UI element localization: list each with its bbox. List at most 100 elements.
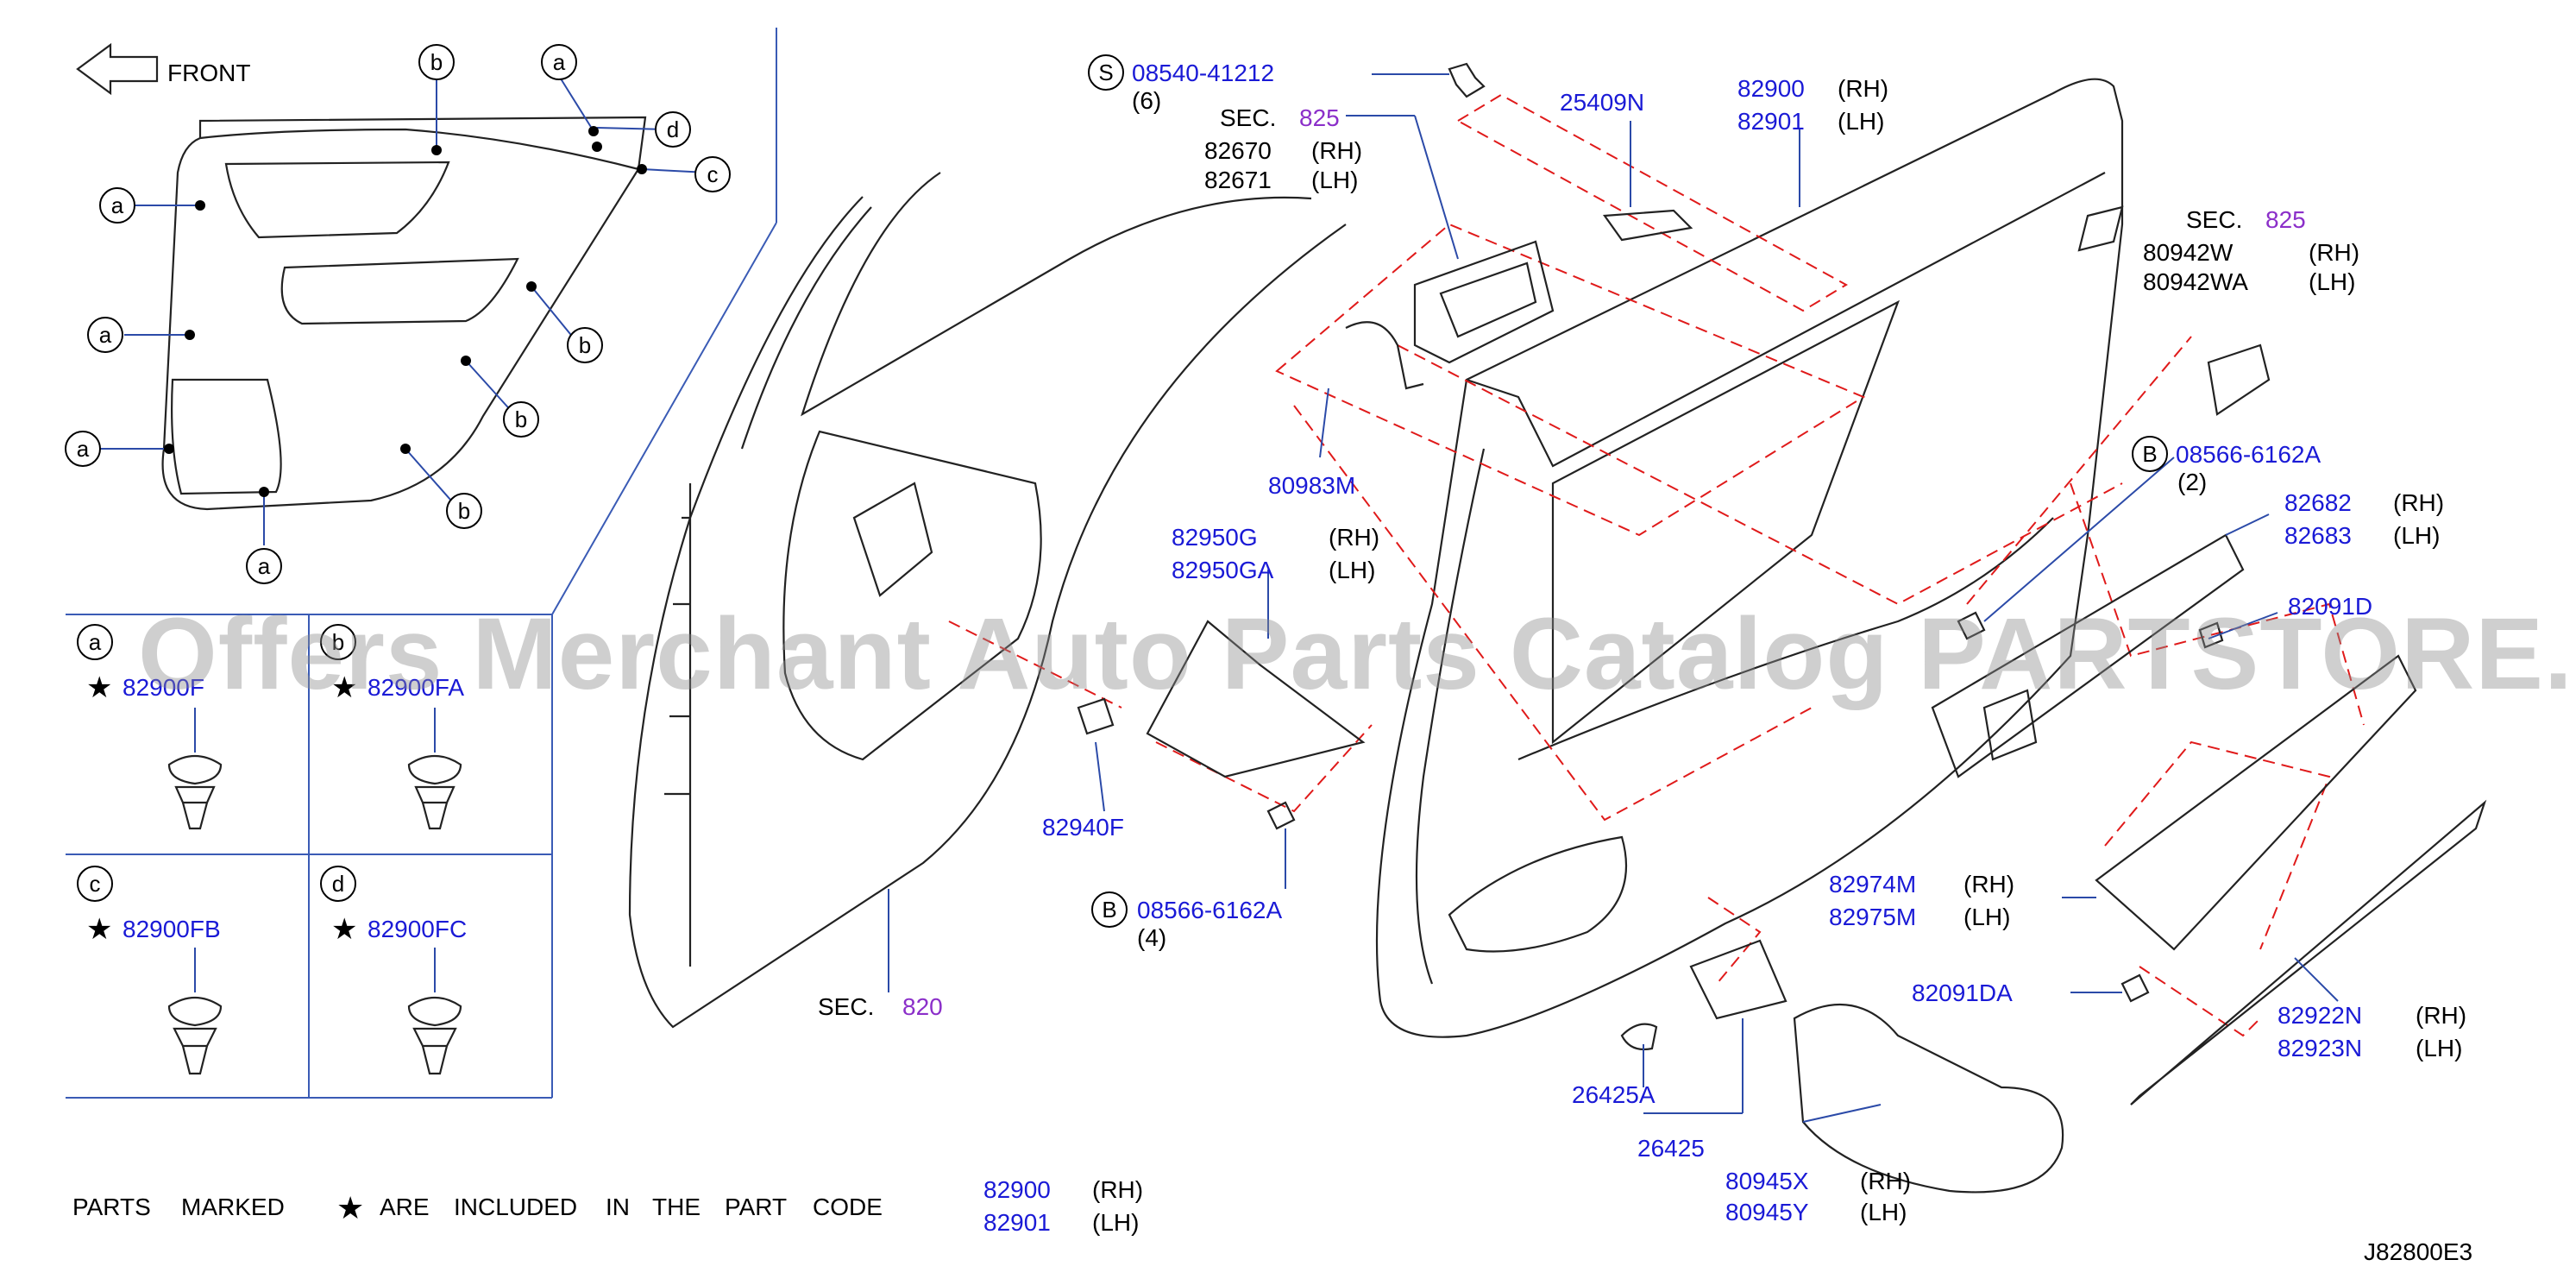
rh-label: (RH) [2393, 489, 2444, 516]
lh-label: (LH) [1311, 167, 1358, 193]
footer-word: MARKED [181, 1194, 285, 1220]
lh-label: (LH) [1838, 108, 1884, 135]
callout-80942: SEC. 825 80942W (RH) 80942WA (LH) [2143, 206, 2359, 295]
inset-door-trim [161, 116, 647, 511]
screw-bolt [1448, 62, 1486, 98]
callout-80945: 80945X (RH) 80945Y (LH) [1725, 1168, 1911, 1225]
part-26425A: 26425A [1572, 1081, 1656, 1108]
sec-ref: 825 [1299, 104, 1340, 131]
lh-label: (LH) [1092, 1209, 1139, 1236]
sec-word: SEC. [1220, 104, 1276, 131]
footer-word: CODE [813, 1194, 883, 1220]
star-icon: ★ [86, 913, 112, 946]
circle-letter: B [1102, 897, 1116, 923]
front-arrow: FRONT [76, 42, 250, 96]
pocket-80945X [1793, 1003, 2064, 1194]
callout-leaders [888, 73, 2339, 1123]
inset-markers: b a d c a a a a b b b [65, 44, 731, 584]
part-82091D: 82091D [2288, 593, 2372, 620]
lh-part: 82683 [2284, 522, 2352, 549]
lh-part: 80945Y [1725, 1199, 1809, 1225]
footer-word: ARE [380, 1194, 430, 1220]
clip-letter-c: c [90, 871, 101, 897]
screw-bolt [2120, 973, 2150, 1003]
screw-bolt [1957, 611, 1986, 640]
callout-bolt-b-left: B 08566-6162A (4) [1091, 891, 1282, 951]
clip-part-a: 82900F [123, 674, 204, 701]
sec-word: SEC. [2186, 206, 2242, 233]
clip-82091D [2198, 621, 2224, 649]
star-icon: ★ [336, 1190, 364, 1225]
footer-word: IN [606, 1194, 630, 1220]
quantity: (6) [1132, 87, 1161, 114]
clip-part-b: 82900FA [368, 674, 464, 701]
sec-ref: 820 [902, 993, 943, 1020]
switch-bezel-82682 [1931, 533, 2245, 778]
marker-a: a [553, 49, 566, 75]
clip-letter-b: b [332, 629, 344, 655]
footer-word: PART [725, 1194, 787, 1220]
marker-b: b [579, 332, 591, 358]
rh-label: (RH) [1838, 75, 1888, 102]
marker-d: d [667, 117, 679, 142]
rh-part: 82670 [1204, 137, 1272, 164]
part-82940F: 82940F [1042, 814, 1124, 841]
callout-sec-820: SEC. 820 [818, 993, 943, 1020]
part-80983M: 80983M [1268, 472, 1355, 499]
clip-letter-a: a [89, 629, 102, 655]
part-82091DA: 82091DA [1912, 979, 2013, 1006]
callout-trim-bottom: 82900 (RH) 82901 (LH) [983, 1176, 1143, 1236]
wire-harness-80983M [1345, 321, 1424, 390]
bulb-26425A [1620, 1023, 1658, 1051]
bracket-82950G [1146, 620, 1366, 778]
clip-icon [167, 755, 462, 1075]
lh-label: (LH) [2416, 1035, 2462, 1061]
marker-a: a [77, 436, 90, 462]
marker-a: a [99, 322, 112, 348]
clip-part-d: 82900FC [368, 916, 467, 942]
part-number: 08566-6162A [1137, 897, 1282, 923]
clip-letter-d: d [332, 871, 344, 897]
lh-part: 82671 [1204, 167, 1272, 193]
rh-label: (RH) [2309, 239, 2359, 266]
rh-part: 82900 [983, 1176, 1051, 1203]
star-icon: ★ [331, 671, 357, 704]
screw-bolt [1266, 801, 1296, 830]
lamp-80942W [2207, 343, 2271, 416]
circle-letter: S [1098, 60, 1113, 85]
callout-handle: SEC. 825 82670 (RH) 82671 (LH) [1204, 104, 1362, 193]
marker-b: b [430, 49, 443, 75]
marker-b: b [515, 406, 527, 432]
marker-b: b [458, 498, 470, 524]
inner-handle [1413, 240, 1555, 364]
part-26425: 26425 [1637, 1135, 1705, 1162]
lh-label: (LH) [2309, 268, 2355, 295]
exploded-lines [948, 93, 2365, 1037]
marker-a: a [111, 192, 124, 218]
sec-word: SEC. [818, 993, 874, 1020]
rh-label: (RH) [1092, 1176, 1143, 1203]
lh-part: 82901 [1737, 108, 1805, 135]
callout-82682: 82682 (RH) 82683 (LH) [2284, 489, 2444, 549]
quantity: (2) [2177, 469, 2207, 495]
clip-part-c: 82900FB [123, 916, 221, 942]
grommet-82940F [1077, 697, 1115, 735]
star-icon: ★ [86, 671, 112, 704]
lh-label: (LH) [1963, 904, 2010, 930]
rh-part: 82900 [1737, 75, 1805, 102]
callout-82922: 82922N (RH) 82923N (LH) [2278, 1002, 2466, 1061]
armrest-82974M [2095, 654, 2417, 951]
rh-label: (RH) [1311, 137, 1362, 164]
lh-part: 80942WA [2143, 268, 2248, 295]
rh-label: (RH) [1860, 1168, 1911, 1194]
bracket-25409N [1602, 209, 1693, 242]
rh-part: 82974M [1829, 871, 1916, 898]
switch-26425 [1689, 939, 1787, 1020]
rh-label: (RH) [2416, 1002, 2466, 1029]
callout-bolt-b-right: B 08566-6162A (2) [2132, 436, 2321, 495]
lh-part: 82950GA [1172, 557, 1274, 583]
rh-part: 80945X [1725, 1168, 1809, 1194]
part-number: 08566-6162A [2176, 441, 2321, 468]
footer-note: PARTS MARKED ★ ARE INCLUDED IN THE PART … [72, 1190, 883, 1225]
